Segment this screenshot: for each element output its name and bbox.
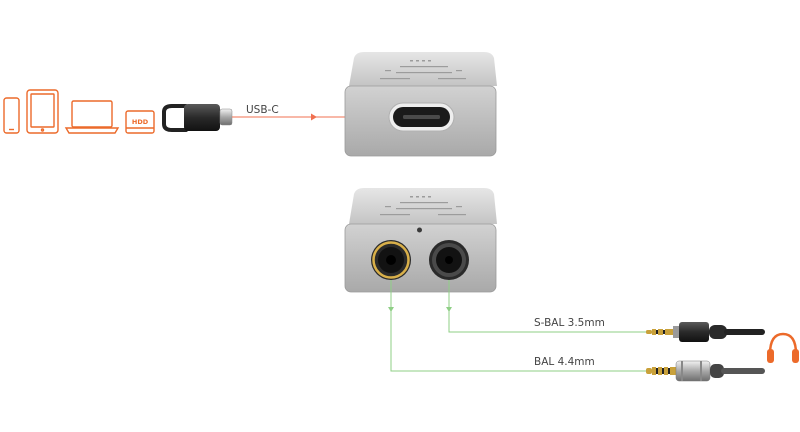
laptop-icon <box>64 100 120 134</box>
bal-connection: BAL 4.4mm <box>388 280 646 372</box>
bal-4-4mm-cable <box>646 360 765 382</box>
device-top-engraving <box>380 60 466 80</box>
status-led <box>417 227 422 233</box>
s-bal-3-5mm-jack <box>429 240 469 280</box>
dac-device-audio-side <box>344 188 497 293</box>
s-bal-connection: S-BAL 3.5mm <box>446 280 646 333</box>
device-top-engraving-2 <box>380 196 466 216</box>
usb-c-cable <box>162 104 233 132</box>
bal-label: BAL 4.4mm <box>534 356 595 368</box>
hdd-icon-label: HDD <box>132 118 149 126</box>
tablet-icon <box>26 89 59 134</box>
smartphone-icon <box>3 97 20 134</box>
hdd-icon: HDD <box>125 110 155 134</box>
source-icons: HDD <box>3 89 155 134</box>
headphones-icon <box>767 332 799 363</box>
usb-c-label: USB-C <box>246 104 279 116</box>
s-bal-3-5mm-cable <box>646 322 765 342</box>
bal-4-4mm-jack <box>371 240 411 280</box>
dac-device-usb-side <box>344 52 497 157</box>
s-bal-label: S-BAL 3.5mm <box>534 317 605 329</box>
